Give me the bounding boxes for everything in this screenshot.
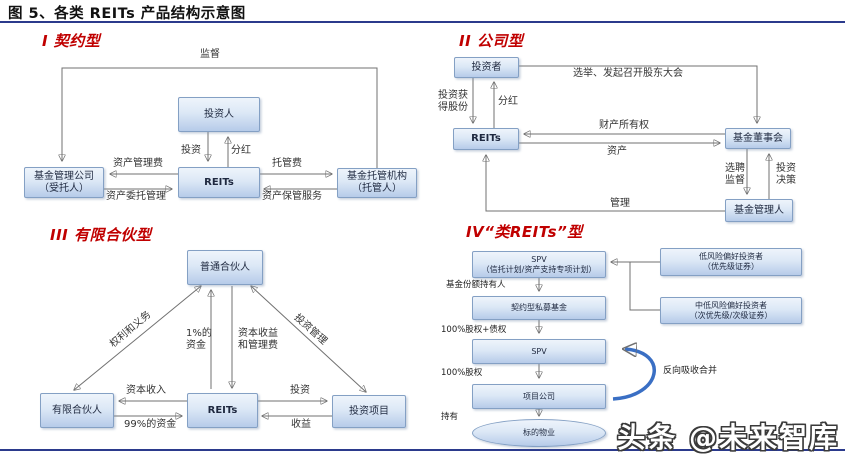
- node-spv-plan: SPV （信托计划/资产支持专项计划）: [472, 251, 606, 278]
- label-income: 收益: [291, 419, 311, 430]
- node-reits-iii: REITs: [187, 393, 258, 428]
- label-custody-fee: 托管费: [272, 158, 302, 169]
- label-rights-duties: 权利和义务: [107, 309, 154, 350]
- label-supervision: 监督: [200, 49, 220, 60]
- label-invest-mgmt: 投资管理: [291, 312, 329, 348]
- node-fund-manager: 基金管理公司 （受托人）: [24, 167, 104, 198]
- label-invest-decision: 投资 决策: [776, 163, 796, 186]
- node-private-fund: 契约型私募基金: [472, 296, 606, 320]
- heading-quasi-reits: IV“类REITs”型: [466, 223, 583, 241]
- node-investor-i: 投资人: [178, 97, 260, 132]
- watermark-toutiao: 头条 @未来智库: [617, 421, 839, 454]
- heading-contractual: I 契约型: [42, 32, 101, 50]
- arrow-reverse-merger: [612, 349, 656, 401]
- node-invest-project: 投资项目: [332, 395, 406, 428]
- heading-corporate: II 公司型: [459, 32, 524, 50]
- label-equity: 100%股权: [441, 368, 483, 378]
- node-fund-board: 基金董事会: [725, 128, 791, 149]
- label-reverse-merger: 反向吸收合并: [663, 366, 718, 376]
- node-custodian: 基金托管机构 （托管人）: [337, 168, 417, 198]
- node-investor-ii: 投资者: [454, 57, 519, 78]
- label-equity-debt: 100%股权+债权: [441, 325, 507, 335]
- label-property-rights: 财产所有权: [599, 120, 649, 131]
- heading-partnership: III 有限合伙型: [50, 226, 152, 244]
- label-mgmt-fee: 资产管理费: [113, 158, 163, 169]
- label-fund-1pct: 1%的 资金: [186, 328, 212, 351]
- label-invest-i: 投资: [181, 145, 201, 156]
- node-fund-manager-ii: 基金管理人: [725, 199, 793, 222]
- arrow-rights-duties: [74, 286, 201, 390]
- node-low-risk-investors: 低风险偏好投资者 （优先级证券）: [660, 248, 802, 276]
- label-manage: 管理: [610, 198, 630, 209]
- node-reits-i: REITs: [178, 167, 260, 198]
- label-election: 选举、发起召开股东大会: [573, 68, 683, 79]
- label-capital-gain: 资本收益 和管理费: [238, 328, 278, 351]
- label-dividend-ii: 分红: [498, 96, 518, 107]
- label-dividend-i: 分红: [231, 145, 251, 156]
- arrow-manage: [486, 155, 725, 212]
- label-entrust-mgmt: 资产委托管理: [106, 191, 166, 202]
- label-share-holders: 基金份额持有人: [446, 280, 506, 290]
- node-target-property: 标的物业: [472, 419, 606, 447]
- node-project-company: 项目公司: [472, 384, 606, 409]
- title-rule: [0, 21, 845, 23]
- label-hold: 持有: [441, 412, 459, 422]
- node-spv2: SPV: [472, 339, 606, 364]
- node-reits-ii: REITs: [453, 128, 519, 150]
- wire-mid-risk: [629, 262, 660, 311]
- label-hire-supervise: 选聘 监督: [725, 163, 745, 186]
- label-fund-99pct: 99%的资金: [124, 419, 177, 430]
- label-custody-service: 资产保管服务: [262, 191, 322, 202]
- node-limited-partner: 有限合伙人: [40, 393, 114, 428]
- node-mid-risk-investors: 中低风险偏好投资者 （次优先级/次级证券）: [660, 297, 802, 324]
- bottom-rule: [0, 449, 845, 451]
- label-capital-income: 资本收入: [126, 385, 166, 396]
- label-invest-shares: 投资获 得股份: [438, 90, 468, 113]
- label-invest-iii: 投资: [290, 385, 310, 396]
- node-general-partner: 普通合伙人: [187, 250, 263, 285]
- page-title: 图 5、各类 REITs 产品结构示意图: [8, 6, 246, 22]
- label-assets: 资产: [607, 146, 627, 157]
